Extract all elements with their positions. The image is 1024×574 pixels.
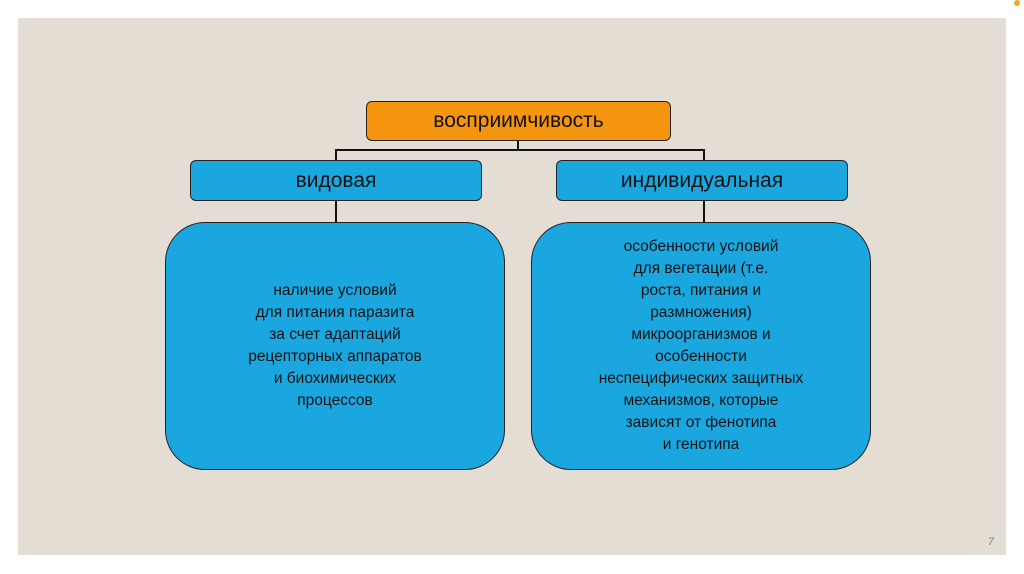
description-line: за счет адаптаций bbox=[269, 326, 401, 343]
left-description-box: наличие условий для питания паразита за сч… bbox=[165, 222, 505, 470]
status-dot bbox=[1014, 0, 1020, 6]
connector bbox=[703, 201, 705, 222]
left-category-box: видовая bbox=[190, 160, 482, 201]
page-number: 7 bbox=[987, 536, 994, 548]
description-line: неспецифических защитных bbox=[598, 370, 804, 387]
description-line: для вегетации (т.е. bbox=[633, 260, 769, 277]
description-line: зависят от фенотипа bbox=[625, 414, 777, 431]
connector bbox=[335, 149, 705, 151]
description-line: механизмов, которые bbox=[623, 392, 779, 409]
description-line: наличие условий bbox=[273, 282, 397, 299]
connector bbox=[517, 141, 519, 151]
description-line: рецепторных аппаратов bbox=[248, 348, 422, 365]
description-line: особенности условий bbox=[623, 238, 779, 255]
description-line: роста, питания и bbox=[640, 282, 762, 299]
right-category-box: индивидуальная bbox=[556, 160, 848, 201]
description-line: и генотипа bbox=[662, 436, 740, 453]
connector bbox=[335, 201, 337, 222]
description-line: микроорганизмов и bbox=[631, 326, 771, 343]
right-description-box: особенности условий для вегетации (т.е. ро… bbox=[531, 222, 871, 470]
description-line: особенности bbox=[655, 348, 747, 365]
description-line: для питания паразита bbox=[255, 304, 415, 321]
description-line: и биохимических bbox=[273, 370, 397, 387]
description-line: размножения) bbox=[650, 304, 752, 321]
connector bbox=[335, 149, 337, 160]
connector bbox=[703, 149, 705, 160]
root-box: восприимчивость bbox=[366, 101, 671, 141]
description-line: процессов bbox=[297, 392, 373, 409]
